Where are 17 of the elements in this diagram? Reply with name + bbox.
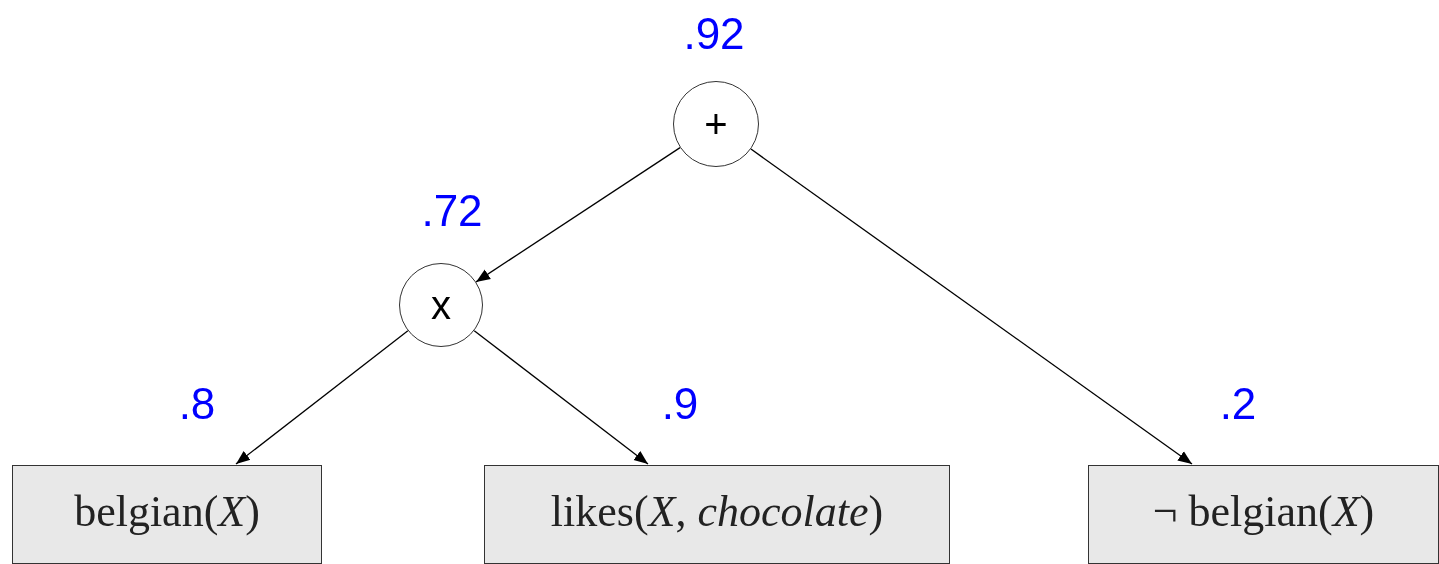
arrow: [750, 148, 1193, 465]
operator-symbol: x: [431, 285, 451, 325]
literal-text: ¬ belgian(X): [1152, 486, 1375, 538]
arrow: [475, 147, 681, 283]
literal-box: [484, 465, 950, 564]
probability-label: .72: [421, 189, 483, 233]
arrow: [235, 330, 409, 465]
probability-label: .9: [661, 382, 699, 426]
operator-symbol: +: [704, 104, 728, 144]
literal-text: belgian(X): [74, 486, 260, 538]
literal-box: [12, 465, 322, 564]
probability-label: .8: [178, 382, 216, 426]
literal-text: likes(X, chocolate): [550, 486, 884, 538]
probability-label: .92: [683, 12, 745, 56]
literal-box: [1088, 465, 1439, 564]
probability-label: .2: [1219, 382, 1257, 426]
arrow: [473, 330, 649, 465]
